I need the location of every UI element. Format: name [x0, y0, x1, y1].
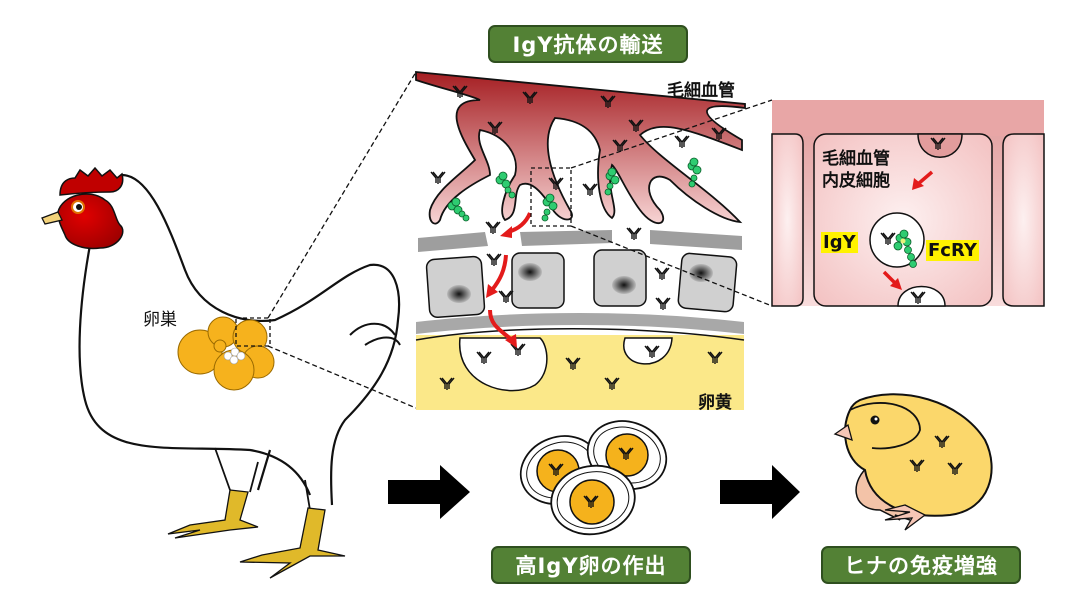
- yolk-vesicle: [623, 337, 673, 365]
- capillary-vessel: [415, 71, 746, 225]
- flow-arrow-2: [720, 465, 800, 519]
- fcry-receptor: [447, 157, 702, 222]
- hen-wing: [349, 322, 401, 346]
- step-egg-label: 高IgY卵の作出: [491, 546, 691, 584]
- hen-comb: [59, 166, 124, 196]
- hen-beak: [41, 211, 63, 225]
- endothelial-label-line1: 毛細血管: [822, 149, 890, 169]
- yolk-label: 卵黄: [698, 393, 732, 413]
- flow-arrow-1: [388, 465, 470, 519]
- hen-head: [57, 193, 124, 250]
- capillary-inset: [415, 71, 746, 410]
- ovary-zoom-box: [235, 317, 271, 347]
- igy-label: IgY: [821, 232, 858, 253]
- chick-foot: [884, 504, 927, 531]
- hen-foot-left: [167, 489, 259, 539]
- endothelial-inset: [771, 100, 1045, 307]
- fcry-label: FcRY: [926, 240, 979, 261]
- step-chick-label: ヒナの免疫増強: [821, 546, 1021, 584]
- capillary-label: 毛細血管: [667, 81, 735, 101]
- eggs-illustration: [519, 420, 668, 536]
- follicle-cells: [425, 249, 738, 319]
- hen-foot-right: [239, 507, 346, 579]
- hen-illustration: [41, 166, 401, 579]
- endothelial-label-line2: 内皮細胞: [822, 171, 890, 191]
- yolk-vesicle: [459, 337, 548, 392]
- basement-membrane: [416, 313, 744, 334]
- title-label: IgY抗体の輸送: [488, 25, 688, 63]
- ovary-label: 卵巣: [143, 310, 177, 330]
- chick-illustration: [833, 393, 993, 531]
- chick-beak: [833, 423, 853, 442]
